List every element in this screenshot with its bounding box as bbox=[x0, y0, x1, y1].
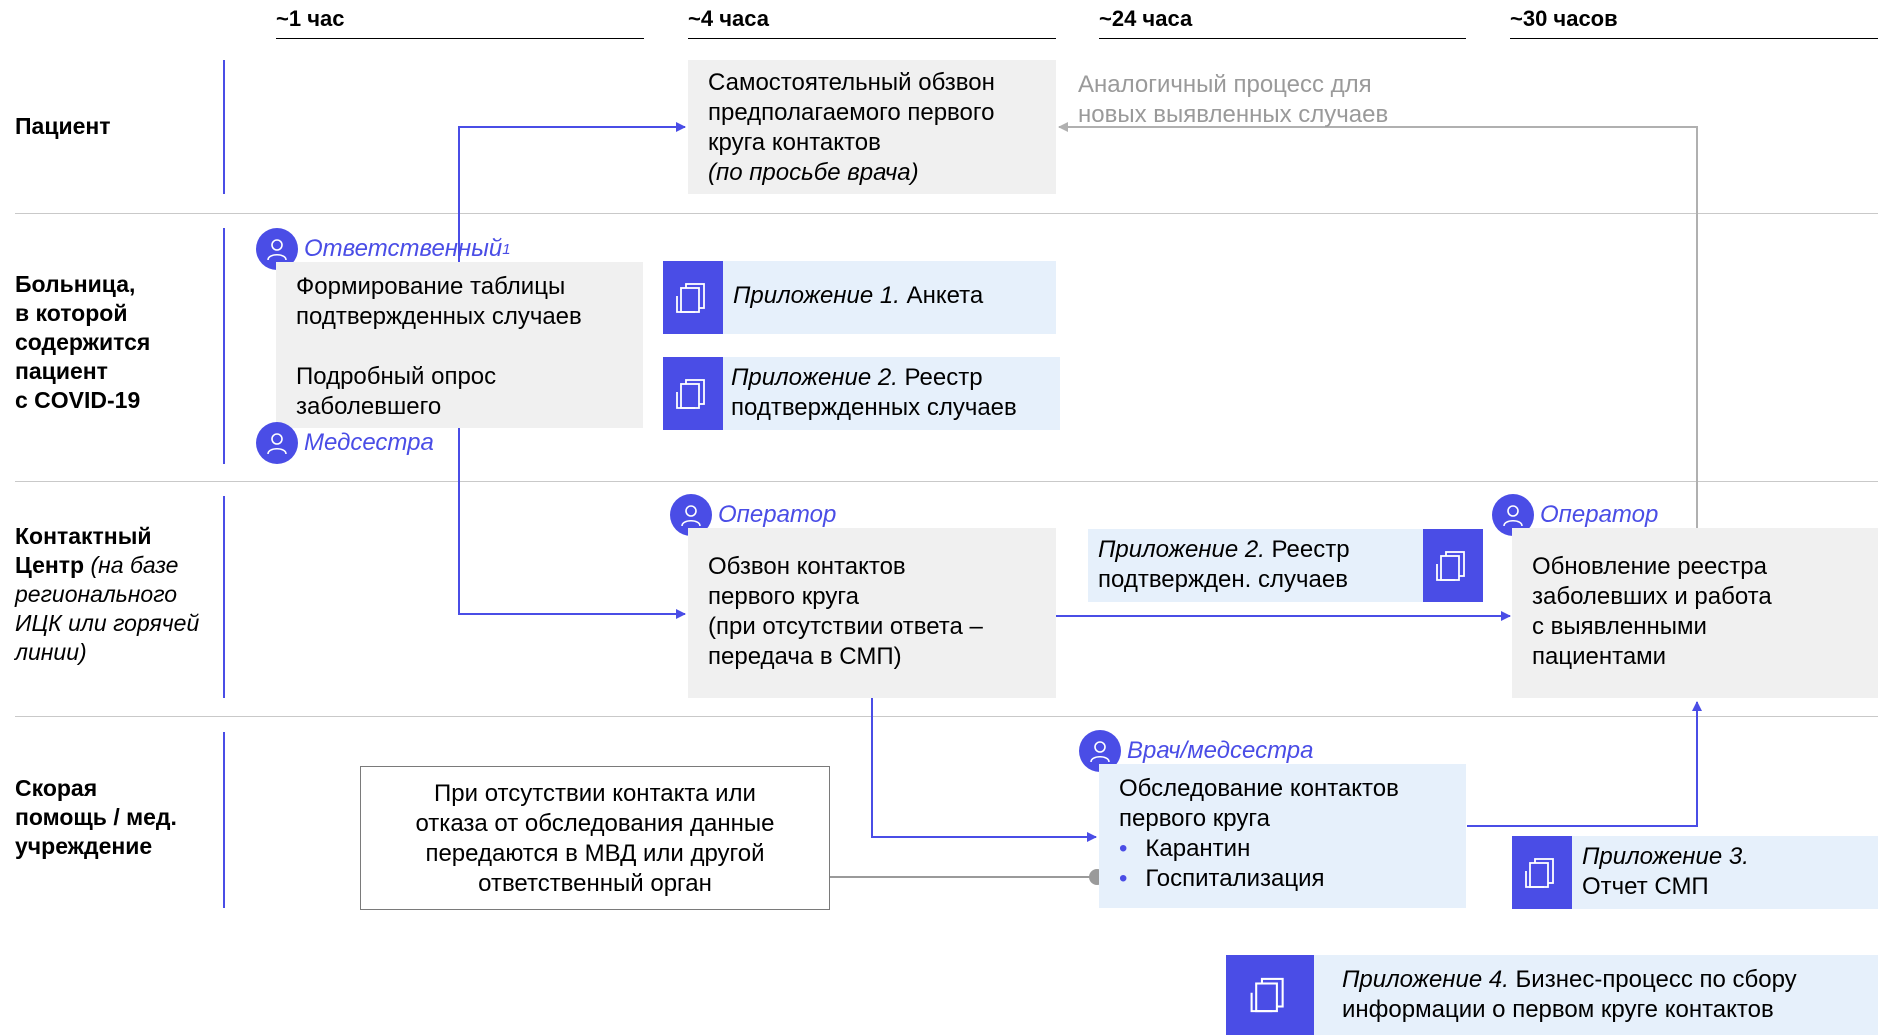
appendix-3-box[interactable]: Приложение 3. Отчет СМП bbox=[1572, 836, 1878, 909]
detailed-survey-text: Подробный опрос заболевшего bbox=[296, 363, 497, 420]
update-registry-box: Обновление реестра заболевших и работа с… bbox=[1512, 528, 1878, 698]
role-doctor-nurse-label: Врач/медсестра bbox=[1127, 737, 1314, 764]
lane-title-contact-center-italic: (на базе регионального ИЦК или горячей л… bbox=[15, 552, 200, 665]
examination-box: Обследование контактов первого круга • Ка… bbox=[1099, 764, 1466, 908]
appendix-2-text: Реестр подтвержденных случаев bbox=[731, 364, 1017, 421]
lane-title-contact-center-bold: Контактный Центр bbox=[15, 523, 152, 578]
timeline-rule-2 bbox=[688, 38, 1056, 39]
role-nurse: Медсестра bbox=[256, 422, 434, 464]
examination-bullet-1-text: Карантин bbox=[1145, 835, 1251, 862]
timeline-label-3: ~24 часа bbox=[1099, 6, 1193, 31]
arrow-hospital-to-call-contacts bbox=[458, 428, 686, 619]
role-doctor-nurse: Врач/медсестра bbox=[1079, 730, 1313, 772]
lane-separator-2 bbox=[15, 481, 1878, 482]
document-stack-icon[interactable] bbox=[1226, 955, 1314, 1035]
timeline-label-4: ~30 часов bbox=[1510, 6, 1618, 31]
lane-accent-hospital bbox=[223, 228, 225, 464]
examination-title: Обследование контактов первого круга bbox=[1119, 775, 1399, 832]
role-responsible-label: Ответственный bbox=[304, 235, 503, 262]
lane-separator-3 bbox=[15, 716, 1878, 717]
lane-title-patient: Пациент bbox=[15, 113, 111, 139]
timeline-label-1: ~1 час bbox=[276, 6, 345, 31]
role-operator-2: Оператор bbox=[1492, 494, 1658, 536]
self-call-line-3: круга контактов bbox=[708, 129, 881, 156]
role-responsible-footnote: 1 bbox=[502, 240, 511, 258]
timeline-rule-3 bbox=[1099, 38, 1466, 39]
arrow-examination-to-update bbox=[1467, 701, 1702, 827]
document-stack-icon[interactable] bbox=[663, 261, 723, 334]
hospital-box: Формирование таблицы подтвержденных случ… bbox=[276, 262, 643, 428]
role-operator-1-label: Оператор bbox=[718, 501, 837, 528]
self-call-line-1: Самостоятельный обзвон bbox=[708, 69, 995, 96]
self-call-box: Самостоятельный обзвон предполагаемого п… bbox=[688, 60, 1056, 194]
bullet-marker: • bbox=[1119, 835, 1128, 862]
timeline-rule-1 bbox=[276, 38, 644, 39]
bullet-marker: • bbox=[1119, 865, 1128, 892]
lane-title-hospital: Больница, в которой содержится пациент с… bbox=[15, 271, 151, 413]
appendix-4-title: Приложение 4. bbox=[1342, 966, 1509, 993]
lane-separator-1 bbox=[15, 213, 1878, 214]
appendix-2b-text: Реестр подтвержден. случаев bbox=[1098, 536, 1350, 593]
appendix-2b-box[interactable]: Приложение 2. Реестр подтвержден. случае… bbox=[1088, 529, 1423, 602]
examination-bullet-2-text: Госпитализация bbox=[1145, 865, 1325, 892]
document-stack-icon[interactable] bbox=[1512, 836, 1572, 909]
arrow-call-to-examination bbox=[871, 698, 1097, 842]
document-stack-icon[interactable] bbox=[1423, 529, 1483, 602]
lane-title-ambulance: Скорая помощь / мед. учреждение bbox=[15, 775, 177, 859]
appendix-4-text: Бизнес-процесс по сбору информации о пер… bbox=[1342, 966, 1797, 1023]
table-formation-text: Формирование таблицы подтвержденных случ… bbox=[296, 273, 582, 330]
call-contacts-box: Обзвон контактов первого круга (при отсу… bbox=[688, 528, 1056, 698]
self-call-line-2: предполагаемого первого bbox=[708, 99, 995, 126]
arrow-loop-to-self-call bbox=[1058, 122, 1698, 528]
appendix-1-title: Приложение 1. bbox=[733, 282, 900, 309]
role-nurse-label: Медсестра bbox=[304, 429, 434, 456]
person-icon bbox=[256, 422, 298, 464]
similar-process-text: Аналогичный процесс для новых выявленных… bbox=[1078, 71, 1389, 128]
appendix-1-text: Анкета bbox=[899, 282, 984, 309]
appendix-4-box[interactable]: Приложение 4. Бизнес-процесс по сбору ин… bbox=[1314, 955, 1878, 1035]
appendix-3-text: Отчет СМП bbox=[1582, 873, 1709, 900]
appendix-2b-title: Приложение 2. bbox=[1098, 536, 1265, 563]
self-call-note: (по просьбе врача) bbox=[708, 159, 919, 186]
document-stack-icon[interactable] bbox=[663, 357, 723, 430]
timeline-label-2: ~4 часа bbox=[688, 6, 769, 31]
examination-bullet-2: • Госпитализация bbox=[1119, 864, 1446, 894]
lane-accent-contact-center bbox=[223, 496, 225, 698]
lane-accent-ambulance bbox=[223, 732, 225, 908]
timeline-rule-4 bbox=[1510, 38, 1878, 39]
appendix-1-box[interactable]: Приложение 1. Анкета bbox=[723, 261, 1056, 334]
arrow-hospital-to-self-call bbox=[458, 122, 686, 262]
appendix-2-box[interactable]: Приложение 2. Реестр подтвержденных случ… bbox=[723, 357, 1060, 430]
examination-bullet-1: • Карантин bbox=[1119, 834, 1446, 864]
no-contact-note: При отсутствии контакта или отказа от об… bbox=[360, 766, 830, 910]
lane-accent-patient bbox=[223, 60, 225, 194]
appendix-2-title: Приложение 2. bbox=[731, 364, 898, 391]
lane-title-contact-center: Контактный Центр (на базе регионального … bbox=[15, 522, 215, 667]
role-operator-2-label: Оператор bbox=[1540, 501, 1659, 528]
appendix-3-title: Приложение 3. bbox=[1582, 843, 1749, 870]
